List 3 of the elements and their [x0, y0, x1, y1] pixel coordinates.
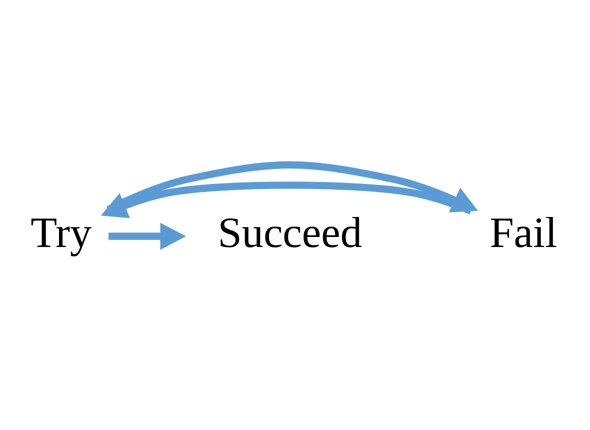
node-text: Fail: [490, 208, 558, 257]
node-text: Succeed: [218, 208, 362, 257]
node-text: Try: [30, 208, 92, 257]
